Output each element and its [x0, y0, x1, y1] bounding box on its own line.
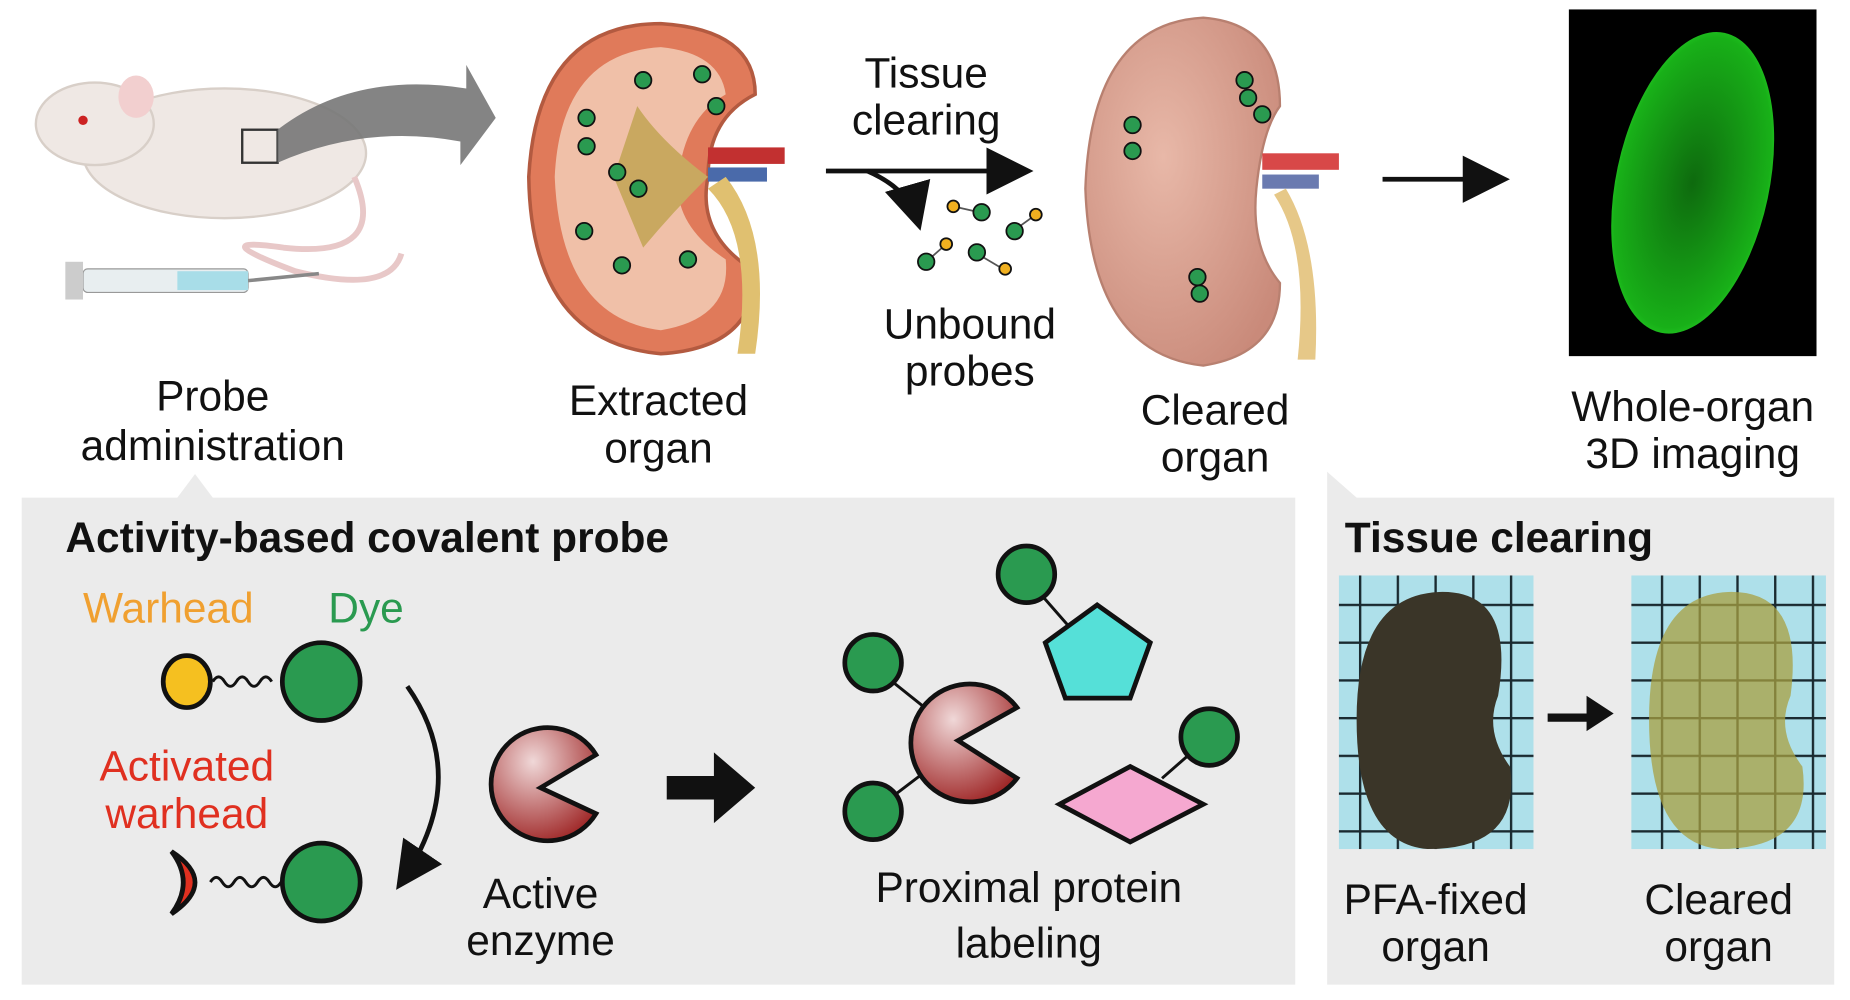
- clearing-panel-title: Tissue clearing: [1345, 514, 1653, 561]
- label-cleared-organ-1: Cleared: [1141, 387, 1290, 434]
- curved-arrow: [277, 64, 496, 166]
- label-extracted-organ-1: Extracted: [569, 377, 748, 424]
- label-unbound-probes-2: probes: [905, 348, 1035, 395]
- label-probe-administration-2: administration: [81, 422, 345, 469]
- activated-probe-molecule: [169, 840, 363, 924]
- label-dye: Dye: [328, 585, 403, 632]
- label-extracted-organ-2: organ: [604, 424, 713, 471]
- label-pfa-2: organ: [1381, 923, 1490, 970]
- cleared-organ-sample: [1649, 591, 1804, 850]
- mouse-illustration: [34, 64, 496, 283]
- label-warhead: Warhead: [83, 585, 254, 632]
- activation-arrow: [396, 684, 443, 890]
- extracted-kidney: [527, 21, 785, 356]
- probe-molecule: [160, 640, 363, 723]
- syringe-icon: [65, 261, 320, 300]
- cleared-kidney: [1084, 16, 1339, 367]
- label-tissue-clearing-1: Tissue: [864, 49, 987, 96]
- label-proximal-1: Proximal protein: [875, 864, 1182, 911]
- fluorescence-image: [1568, 9, 1817, 357]
- label-whole-organ-2: 3D imaging: [1585, 430, 1800, 477]
- arrow-down: [866, 168, 931, 231]
- arrow-right-bold: [666, 752, 756, 824]
- label-active-enzyme-1: Active: [483, 870, 599, 917]
- probe-panel-title: Activity-based covalent probe: [65, 514, 669, 561]
- probe-panel: Activity-based covalent probe Warhead Dy…: [21, 474, 1296, 985]
- label-whole-organ-1: Whole-organ: [1571, 383, 1814, 430]
- pfa-fixed-organ: [1356, 591, 1512, 850]
- label-active-enzyme-2: enzyme: [466, 917, 615, 964]
- label-pfa-1: PFA-fixed: [1344, 876, 1528, 923]
- label-cleared-2: organ: [1664, 923, 1773, 970]
- label-cleared-1: Cleared: [1644, 876, 1793, 923]
- label-cleared-organ-2: organ: [1161, 434, 1270, 481]
- labeled-proteins: [842, 543, 1240, 845]
- active-enzyme-icon: [488, 725, 600, 844]
- clearing-panel: Tissue clearing PFA-fixed organ Cleared …: [1327, 471, 1835, 985]
- label-activated-2: warhead: [104, 790, 268, 837]
- label-activated-1: Activated: [100, 743, 275, 790]
- label-unbound-probes-1: Unbound: [884, 300, 1056, 347]
- unbound-probes-icon: [917, 199, 1043, 276]
- label-proximal-2: labeling: [956, 920, 1102, 967]
- label-probe-administration-1: Probe: [156, 372, 269, 419]
- label-tissue-clearing-2: clearing: [852, 96, 1001, 143]
